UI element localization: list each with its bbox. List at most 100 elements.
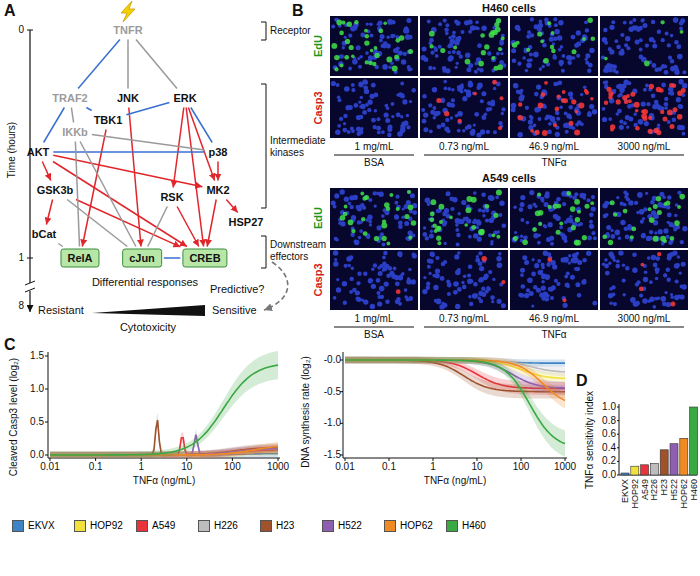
edu-signal — [553, 204, 558, 209]
casp3-signal — [626, 94, 630, 98]
nucleus — [406, 18, 411, 23]
nucleus — [496, 256, 501, 261]
nucleus — [473, 191, 477, 195]
nucleus — [400, 273, 403, 276]
nucleus — [380, 295, 384, 299]
nucleus — [427, 202, 431, 206]
casp3-signal — [642, 109, 648, 115]
network-edge — [217, 162, 219, 181]
nucleus — [682, 132, 686, 136]
nucleus — [385, 118, 390, 123]
node-label: CREB — [189, 252, 220, 264]
nucleus — [556, 197, 561, 202]
nucleus — [593, 236, 597, 240]
nucleus — [423, 112, 428, 117]
axis-tick — [617, 434, 619, 435]
nucleus — [386, 44, 391, 49]
nucleus — [357, 272, 361, 276]
edu-signal — [491, 56, 495, 60]
nucleus — [354, 103, 359, 108]
nucleus — [450, 116, 453, 119]
nucleus — [580, 38, 585, 43]
nucleus — [455, 218, 461, 224]
nucleus — [634, 201, 638, 205]
nucleus — [382, 266, 387, 271]
nucleus — [473, 219, 476, 222]
edu-signal — [537, 192, 541, 196]
nucleus — [667, 120, 671, 124]
axis-tick-label: 10 — [181, 461, 192, 473]
axis-tick-label: 100 — [513, 461, 530, 473]
nucleus — [334, 237, 338, 241]
nucleus — [331, 81, 336, 86]
nucleus — [406, 125, 410, 129]
edu-signal — [334, 67, 338, 71]
nucleus — [557, 95, 562, 100]
legend-label: H226 — [214, 520, 238, 531]
edu-signal — [439, 220, 443, 224]
nucleus — [487, 51, 491, 55]
nucleus — [459, 55, 463, 59]
nucleus — [586, 198, 590, 202]
nucleus — [519, 207, 524, 212]
nucleus — [670, 296, 674, 300]
nucleus — [667, 213, 672, 218]
nucleus — [591, 48, 595, 52]
nucleus — [530, 33, 534, 37]
nucleus — [580, 93, 583, 96]
edu-signal — [439, 204, 445, 210]
nucleus — [563, 123, 568, 128]
nucleus — [360, 96, 363, 99]
nucleus — [562, 54, 566, 58]
edu-signal — [478, 229, 484, 235]
nucleus — [591, 206, 596, 211]
nucleus — [455, 304, 460, 309]
nucleus — [351, 88, 355, 92]
nucleus — [441, 123, 446, 128]
casp3-signal — [518, 115, 523, 120]
axis-tick — [433, 458, 434, 461]
bar — [621, 473, 629, 475]
edu-signal — [610, 200, 615, 205]
nucleus — [377, 301, 382, 306]
nucleus — [664, 97, 668, 101]
casp3-signal — [571, 99, 576, 104]
nucleus — [666, 302, 671, 307]
legend-swatch — [446, 520, 458, 532]
nucleus — [520, 268, 525, 273]
nucleus — [536, 288, 541, 293]
nucleus — [652, 44, 657, 49]
nucleus — [397, 50, 402, 55]
edu-signal — [465, 59, 471, 65]
casp3-signal — [569, 121, 574, 126]
axis-tick — [50, 458, 51, 461]
network-edge — [126, 103, 169, 115]
nucleus — [381, 130, 385, 134]
nucleus — [654, 100, 659, 105]
edu-signal — [657, 210, 662, 215]
casp3-signal — [518, 102, 522, 106]
nucleus — [356, 281, 360, 285]
edu-signal — [431, 199, 437, 205]
nucleus — [400, 82, 404, 86]
axis-tick — [141, 458, 142, 461]
nucleus — [446, 280, 449, 283]
bar — [670, 444, 678, 475]
node-label: AKT — [27, 146, 50, 158]
nucleus — [408, 50, 413, 55]
nucleus — [477, 237, 482, 242]
nucleus — [456, 51, 461, 56]
axis-tick — [617, 461, 619, 462]
nucleus — [335, 130, 340, 135]
nucleus — [478, 251, 482, 255]
nucleus — [512, 58, 517, 63]
edu-signal — [631, 227, 636, 232]
network-edge — [226, 200, 237, 213]
nucleus — [562, 202, 566, 206]
nucleus — [628, 200, 633, 205]
node-label: JNK — [117, 92, 139, 104]
nucleus — [553, 37, 557, 41]
edu-signal — [485, 204, 490, 209]
nucleus — [668, 240, 673, 245]
nucleus — [667, 253, 672, 258]
